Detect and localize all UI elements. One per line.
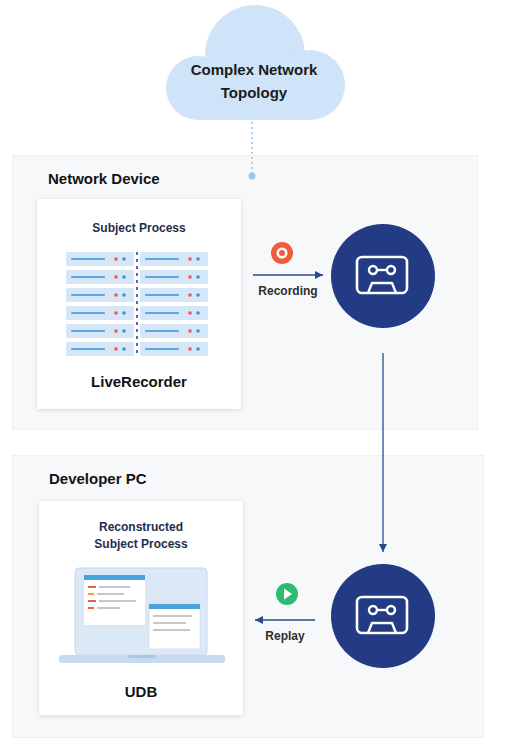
node-text: Reconstructed Subject Process	[76, 519, 206, 553]
device-panel: Network DeviceSubject ProcessLiveRecorde…	[12, 155, 478, 430]
node-text: Developer PC	[49, 470, 349, 488]
node-text: LiveRecorder	[37, 373, 241, 391]
node-text: Subject Process	[37, 221, 241, 236]
tape-circle	[331, 564, 435, 668]
cloud-node: Complex Network Topology	[160, 0, 348, 125]
tape-circle	[331, 224, 435, 328]
process-card: Subject ProcessLiveRecorder	[37, 199, 241, 409]
edge-label: Replay	[265, 629, 304, 643]
pc-panel: Developer PC Reconstructed Subject Proces…	[12, 455, 484, 738]
node-text: Complex Network Topology	[179, 58, 329, 104]
node-text: Network Device	[48, 170, 348, 188]
process-card: Reconstructed Subject ProcessUDB	[39, 501, 243, 715]
node-text: UDB	[39, 683, 243, 701]
circle-outline	[331, 224, 435, 328]
circle-outline	[331, 564, 435, 668]
edge-label: Recording	[258, 284, 317, 298]
